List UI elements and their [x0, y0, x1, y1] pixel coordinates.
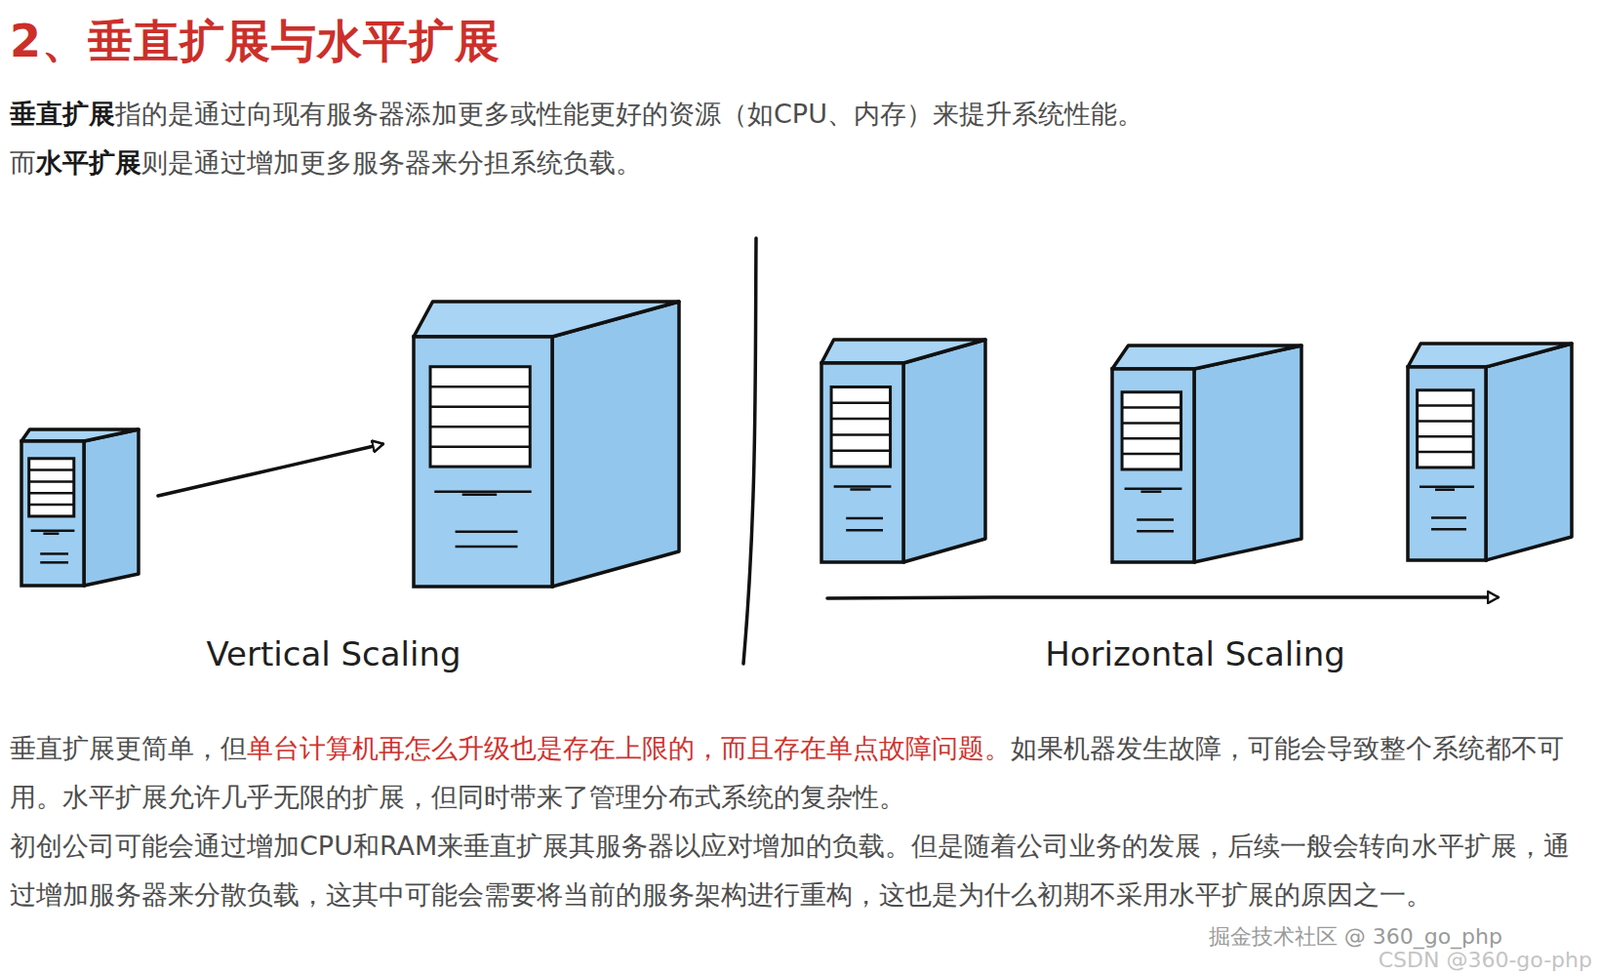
body-text: 初创公司可能会通过增加CPU和RAM来垂直扩展其服务器以应对增加的负载。但是随着… — [9, 830, 1570, 910]
server-slot — [834, 485, 892, 489]
server-slot — [31, 530, 76, 534]
bay-line — [29, 480, 75, 483]
bay-line — [430, 425, 530, 429]
bay-line — [831, 433, 890, 437]
server-side — [1194, 345, 1302, 562]
highlight-text: 单台计算机再怎么升级也是存在上限的，而且存在单点故障问题。 — [246, 732, 1011, 763]
bay-line — [1121, 421, 1181, 425]
drive-bays — [831, 386, 890, 467]
bay-line — [1417, 403, 1475, 407]
figure-caption: Horizontal Scaling — [878, 634, 1513, 674]
section-title: 2、垂直扩展与水平扩展 — [9, 11, 501, 71]
server-front — [21, 440, 84, 586]
bay-line — [1417, 435, 1475, 439]
paragraph: 初创公司可能会通过增加CPU和RAM来垂直扩展其服务器以应对增加的负载。但是随着… — [9, 821, 1591, 920]
figure-caption: Vertical Scaling — [0, 634, 668, 674]
horizontal-arrow — [827, 597, 1498, 599]
vent-line — [845, 528, 883, 532]
bay-line — [1121, 452, 1181, 456]
server-top — [821, 339, 986, 363]
vent-line — [40, 552, 69, 556]
server-front — [1407, 366, 1486, 560]
vent-line — [455, 545, 519, 549]
drive-bays — [1121, 392, 1181, 470]
bay-line — [1417, 419, 1475, 423]
body-text-block: 垂直扩展更简单，但单台计算机再怎么升级也是存在上限的，而且存在单点故障问题。如果… — [9, 723, 1591, 920]
server-top — [21, 429, 139, 441]
server-top — [1112, 345, 1302, 369]
drive-bays — [430, 366, 530, 467]
server-side — [83, 429, 139, 586]
bay-line — [1121, 437, 1181, 440]
bold-term: 水平扩展 — [36, 147, 142, 178]
bay-line — [831, 449, 890, 453]
intro-line: 而水平扩展则是通过增加更多服务器来分担系统负载。 — [9, 138, 1591, 188]
paragraph: 垂直扩展更简单，但单台计算机再怎么升级也是存在上限的，而且存在单点故障问题。如果… — [9, 723, 1591, 822]
server-side — [1485, 343, 1572, 560]
vent-line — [1136, 529, 1174, 533]
bay-line — [1417, 450, 1475, 454]
server-side — [903, 339, 986, 562]
body-text: 垂直扩展更简单，但 — [9, 732, 247, 763]
server-slot — [434, 491, 531, 495]
server-top — [1407, 343, 1572, 367]
bay-line — [29, 491, 75, 495]
vent-line — [1431, 516, 1467, 520]
watermark: 掘金技术社区 @ 360_go_php — [1208, 922, 1503, 951]
server-top — [413, 301, 680, 337]
watermark: CSDN @360-go-php — [1378, 946, 1593, 974]
bold-term: 垂直扩展 — [9, 98, 116, 129]
vent-line — [845, 517, 883, 520]
intro-text: 垂直扩展指的是通过向现有服务器添加更多或性能更好的资源（如CPU、内存）来提升系… — [9, 89, 1591, 188]
body-text: 而 — [9, 147, 37, 178]
body-text: 指的是通过向现有服务器添加更多或性能更好的资源（如CPU、内存）来提升系统性能。 — [115, 98, 1144, 129]
bay-line — [831, 401, 890, 405]
server-front — [1112, 368, 1195, 562]
vent-line — [1136, 518, 1174, 521]
bay-line — [1121, 405, 1181, 409]
bay-line — [831, 417, 890, 421]
bay-line — [430, 404, 530, 408]
server-front — [413, 336, 553, 587]
body-text: 则是通过增加更多服务器来分担系统负载。 — [141, 147, 642, 178]
bay-line — [430, 444, 530, 448]
server-slot — [1419, 486, 1475, 490]
vertical-arrow — [158, 443, 383, 496]
divider-line — [743, 238, 757, 664]
bay-line — [29, 503, 75, 507]
bay-line — [29, 468, 75, 472]
server-side — [552, 301, 680, 587]
drive-bays — [1417, 390, 1475, 468]
intro-line: 垂直扩展指的是通过向现有服务器添加更多或性能更好的资源（如CPU、内存）来提升系… — [9, 89, 1591, 139]
vent-line — [40, 560, 69, 564]
vent-line — [455, 529, 519, 533]
server-front — [821, 362, 904, 562]
bay-line — [430, 385, 530, 389]
vent-line — [1431, 527, 1467, 531]
server-slot — [1124, 488, 1183, 492]
drive-bays — [29, 458, 75, 517]
